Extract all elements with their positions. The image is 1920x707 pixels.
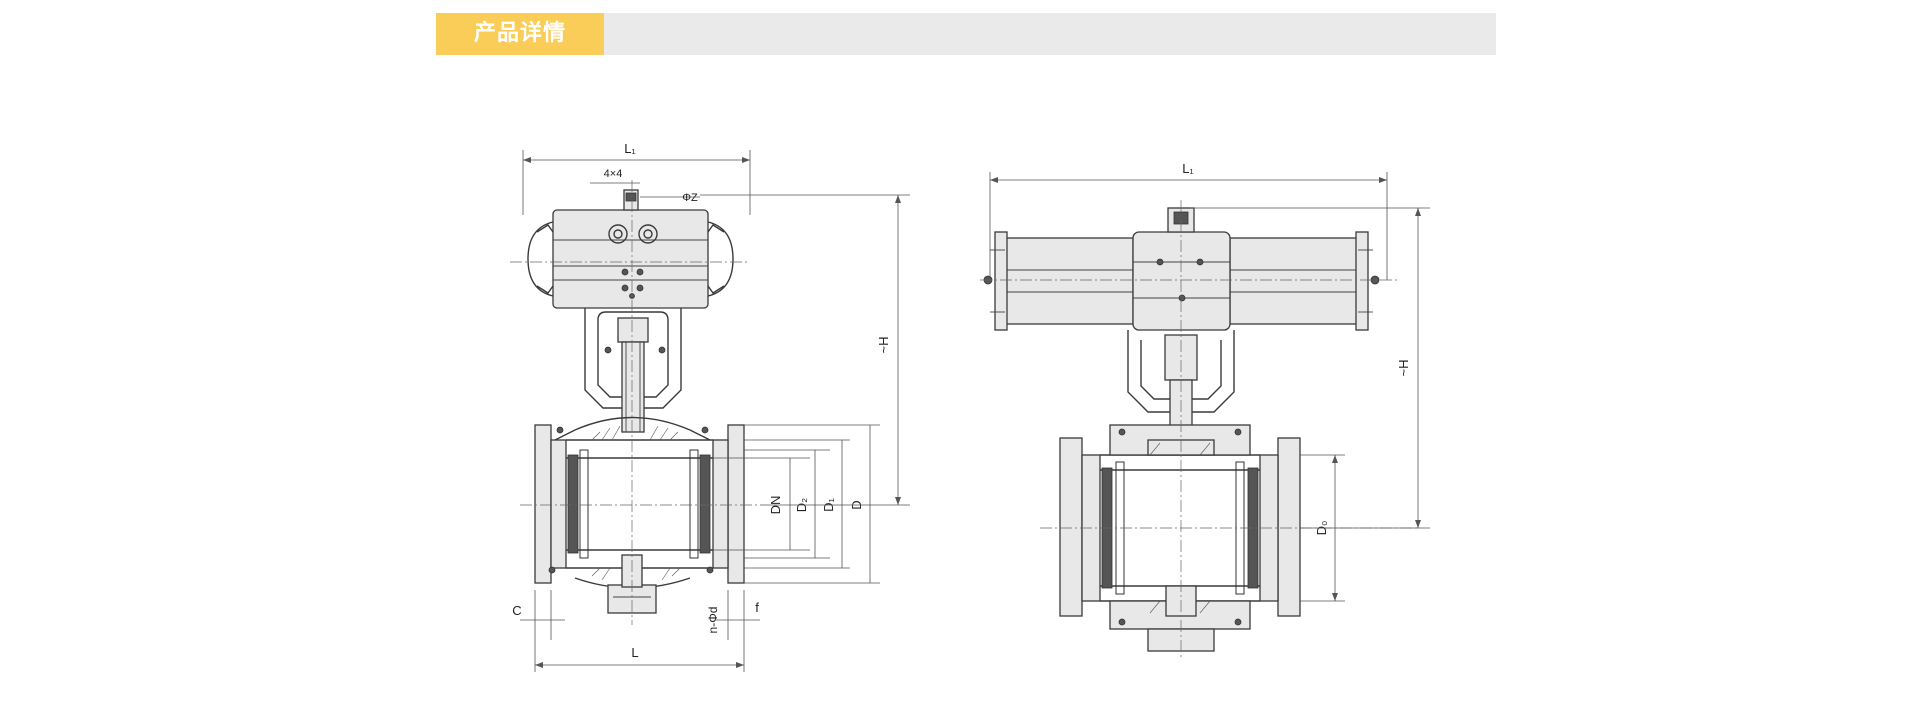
dim-label-square: 4×4	[604, 168, 623, 180]
dim-label-H-left: ~H	[876, 337, 891, 354]
dim-label-n-phid: n-Φd	[706, 607, 720, 634]
dim-label-L1-right: L₁	[1182, 161, 1194, 176]
section-header-bar	[436, 13, 1496, 55]
left-view: L₁ 4×4 ΦZ	[510, 141, 910, 672]
dim-label-H-right: ~H	[1396, 360, 1411, 377]
dim-label-C: C	[512, 603, 521, 618]
dim-label-phiZ: ΦZ	[682, 192, 698, 204]
dim-label-L: L	[631, 645, 638, 660]
dim-label-f: f	[755, 600, 759, 615]
right-view: L₁	[980, 161, 1430, 660]
section-header-title: 产品详情	[436, 13, 604, 55]
dim-label-L1-left: L₁	[624, 141, 636, 156]
